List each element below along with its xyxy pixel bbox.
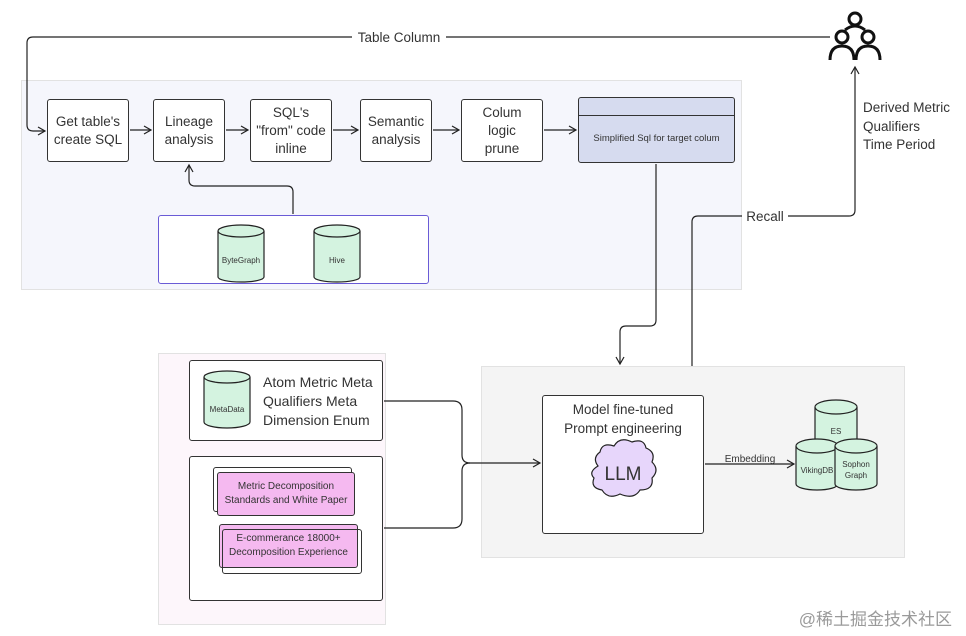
get-create-sql-node: Get table's create SQL <box>47 99 129 162</box>
metadata-description: Atom Metric Meta Qualifiers Meta Dimensi… <box>263 374 373 428</box>
doc-ecommerce-experience: E-commerance 18000+ Decomposition Experi… <box>219 524 358 568</box>
db-metadata-label: MetaData <box>210 405 245 414</box>
model-title: Model fine-tuned Prompt engineering <box>564 402 682 436</box>
edge-simplified-model <box>615 164 657 366</box>
db-bytegraph-label: ByteGraph <box>222 256 260 265</box>
edge-documents-merge <box>384 462 471 529</box>
from-code-inline-node: SQL's "from" code inline <box>250 99 332 162</box>
user-outputs-label: Derived Metric Qualifiers Time Period <box>863 100 951 152</box>
db-vikingdb-label: VikingDB <box>801 466 834 475</box>
simplified-sql-node: Simplified Sql for target colum <box>578 97 735 163</box>
doc-shadow-2 <box>222 529 362 574</box>
db-es-label: ES <box>831 427 842 436</box>
edge-metadata-merge <box>384 400 471 464</box>
label-table-column: Table Column <box>358 30 441 45</box>
db-sophon-graph: Sophon Graph <box>834 438 878 491</box>
data-sources-group <box>158 215 429 284</box>
lineage-analysis-node: Lineage analysis <box>153 99 225 162</box>
simplified-sql-header <box>579 98 734 116</box>
label-recall: Recall <box>746 209 784 224</box>
watermark: @稀土掘金技术社区 <box>798 610 952 629</box>
db-hive: Hive <box>313 224 361 283</box>
semantic-analysis-node: Semantic analysis <box>360 99 432 162</box>
edge-table-column <box>26 36 830 136</box>
edge-sources-lineage <box>184 163 294 214</box>
db-metadata: MetaData <box>203 370 251 429</box>
llm-label: LLM <box>605 464 642 485</box>
column-logic-prune-node: Colum logic prune <box>461 99 543 162</box>
db-sophon-graph-label-line1: Sophon <box>842 460 870 469</box>
label-embedding: Embedding <box>725 454 776 465</box>
simplified-sql-label: Simplified Sql for target colum <box>593 133 720 144</box>
db-hive-label: Hive <box>329 256 346 265</box>
db-bytegraph: ByteGraph <box>217 224 265 283</box>
users-group-icon <box>828 11 882 61</box>
llm-cloud-icon: LLM <box>591 439 657 497</box>
db-vikingdb: VikingDB <box>795 438 839 491</box>
db-sophon-graph-label-line2: Graph <box>845 471 867 480</box>
doc-white-paper: Metric Decomposition Standards and White… <box>217 472 355 516</box>
